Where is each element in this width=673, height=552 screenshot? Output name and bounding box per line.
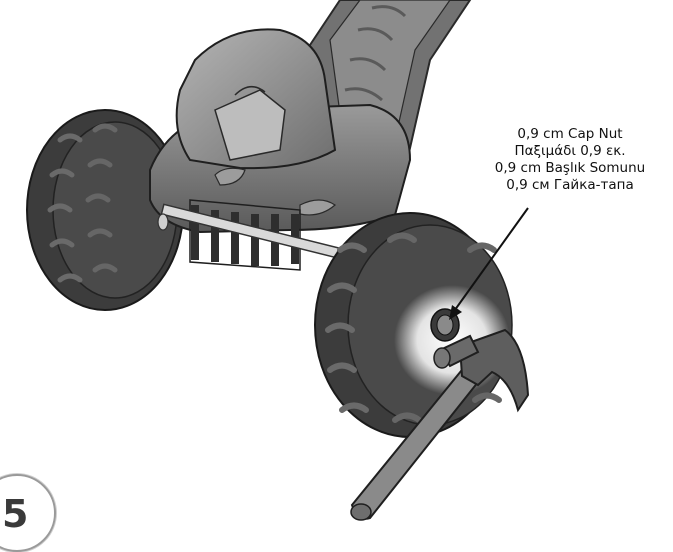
cap-nut-callout: 0,9 cm Cap Nut Παξιμάδι 0,9 εκ. 0,9 cm B… xyxy=(470,126,670,194)
callout-arrow xyxy=(449,207,529,320)
step-number: 5 xyxy=(2,492,29,536)
assembly-illustration xyxy=(26,0,530,521)
callout-line-russian: 0,9 см Гайка-тапа xyxy=(506,177,634,193)
callout-line-english: 0,9 cm Cap Nut xyxy=(517,126,623,142)
callout-line-turkish: 0,9 cm Başlık Somunu xyxy=(494,160,646,176)
ride-on-body xyxy=(149,28,412,271)
callout-line-greek: Παξιμάδι 0,9 εκ. xyxy=(514,143,626,159)
left-wheel xyxy=(26,109,184,311)
hammer-icon xyxy=(350,328,530,521)
